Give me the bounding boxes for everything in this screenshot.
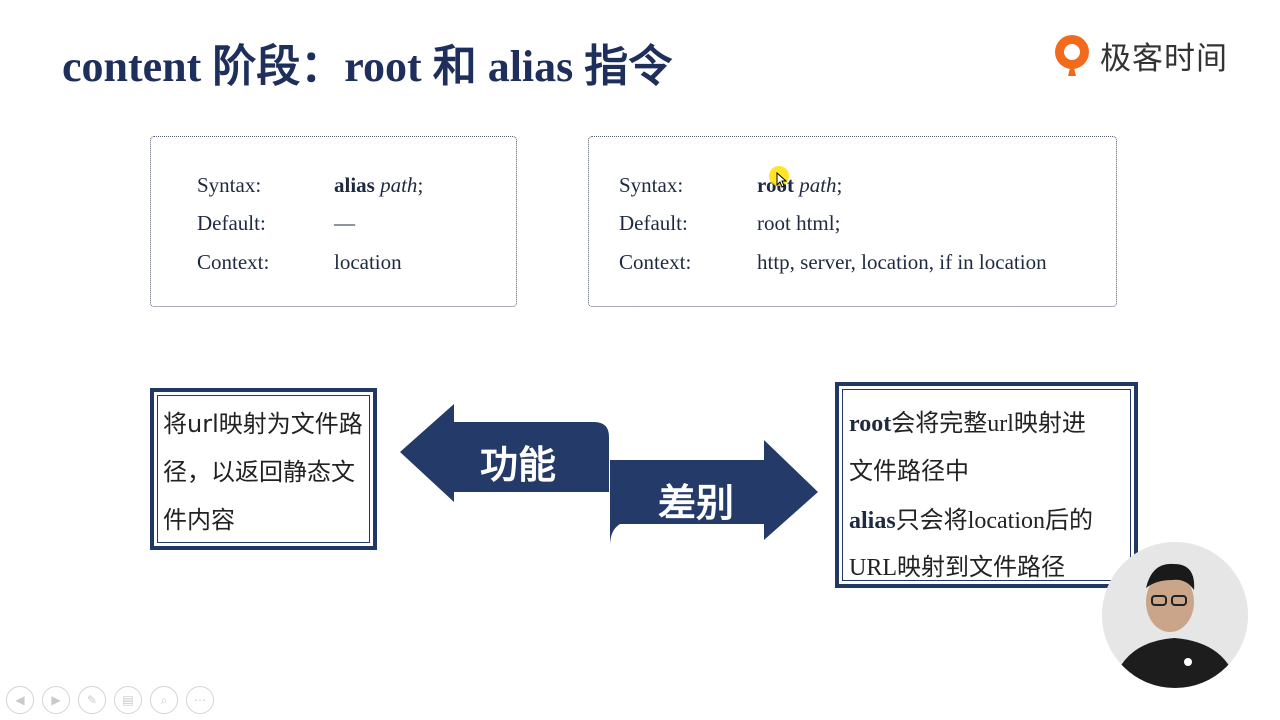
left-arrow-icon xyxy=(400,404,609,502)
function-text: 将url映射为文件路径，以返回静态文件内容 xyxy=(163,410,363,534)
comparison-arrows xyxy=(400,404,818,546)
default-key: Default: xyxy=(619,211,688,235)
diff-line-1: root会将完整url映射进 xyxy=(849,409,1086,437)
syntax-key: Syntax: xyxy=(197,173,262,197)
right-arrow-icon xyxy=(610,440,818,546)
brand-logo: 极客时间 xyxy=(1052,32,1228,78)
context-key: Context: xyxy=(197,250,270,274)
mouse-cursor-icon xyxy=(776,172,788,188)
pen-button[interactable]: ✎ xyxy=(78,686,106,714)
slide-title: content 阶段：root 和 alias 指令 xyxy=(62,42,673,91)
brand-name: 极客时间 xyxy=(1100,40,1228,77)
default-value: root html; xyxy=(757,211,841,235)
default-key: Default: xyxy=(197,211,266,235)
diff-line-3: alias只会将location后的 xyxy=(849,506,1093,534)
slides-button[interactable]: ▤ xyxy=(114,686,142,714)
syntax-key: Syntax: xyxy=(619,173,684,197)
difference-box xyxy=(835,382,1138,588)
prev-button[interactable]: ◀ xyxy=(6,686,34,714)
context-value: location xyxy=(334,250,402,274)
function-box xyxy=(150,388,377,550)
difference-arrow-label: 差别 xyxy=(658,481,735,525)
context-value: http, server, location, if in location xyxy=(757,250,1047,274)
presenter-video xyxy=(1102,542,1248,688)
syntax-value: alias path; xyxy=(334,173,424,197)
presenter-avatar-icon xyxy=(1102,542,1248,688)
next-button[interactable]: ▶ xyxy=(42,686,70,714)
alias-syntax-box: Syntax: alias path; Default: — Context: … xyxy=(150,136,517,307)
geektime-logo-icon xyxy=(1055,35,1089,76)
root-syntax-box: Syntax: root path; Default: root html; C… xyxy=(588,136,1117,307)
context-key: Context: xyxy=(619,250,692,274)
presentation-controls: ◀ ▶ ✎ ▤ ⌕ ⋯ xyxy=(6,686,214,714)
diff-line-4: URL映射到文件路径 xyxy=(849,553,1065,581)
diff-line-2: 文件路径中 xyxy=(849,457,969,485)
default-value: — xyxy=(334,211,355,235)
more-button[interactable]: ⋯ xyxy=(186,686,214,714)
zoom-button[interactable]: ⌕ xyxy=(150,686,178,714)
function-arrow-label: 功能 xyxy=(480,443,557,487)
